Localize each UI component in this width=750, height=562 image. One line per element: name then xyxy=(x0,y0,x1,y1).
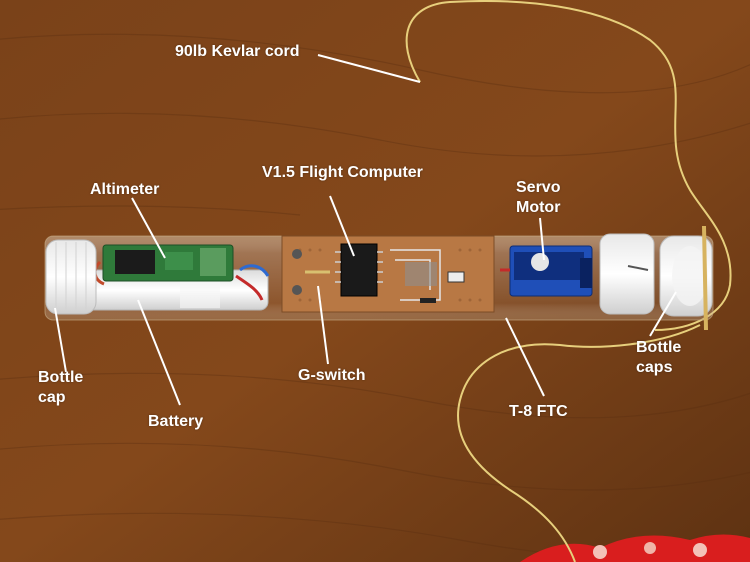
label-bottle-caps: Bottle caps xyxy=(636,338,681,378)
label-battery: Battery xyxy=(148,413,204,430)
label-servo-line2: Motor xyxy=(516,199,561,216)
label-flight-computer: V1.5 Flight Computer xyxy=(262,164,423,181)
parachute-fabric xyxy=(520,534,750,562)
right-bottle-caps xyxy=(599,225,713,331)
callout-altimeter xyxy=(131,197,166,259)
label-bottle-cap: Bottle cap xyxy=(38,368,83,408)
label-kevlar-cord: 90lb Kevlar cord xyxy=(175,43,300,60)
callout-bottle-caps xyxy=(649,291,677,337)
servo-motor xyxy=(500,245,593,297)
callout-servo xyxy=(539,217,545,261)
kevlar-cord-loose xyxy=(457,324,701,562)
left-bottle-cap xyxy=(45,239,97,315)
callout-tube xyxy=(505,317,545,397)
kevlar-cord xyxy=(405,0,732,331)
callout-kevlar xyxy=(317,54,421,83)
label-bottle-caps-line1: Bottle xyxy=(636,339,682,356)
callout-flight-computer xyxy=(329,195,355,257)
label-altimeter: Altimeter xyxy=(90,181,160,198)
label-g-switch: G-switch xyxy=(298,367,366,384)
label-bottle-caps-line2: caps xyxy=(636,359,673,376)
callout-battery xyxy=(137,299,181,406)
label-bottle-cap-line1: Bottle xyxy=(38,369,84,386)
callout-bottle-cap xyxy=(54,307,67,373)
flight-computer-board xyxy=(281,235,495,313)
wood-grain xyxy=(0,33,750,559)
callout-lines xyxy=(54,54,677,406)
callout-g-switch xyxy=(317,285,329,365)
label-bottle-cap-line2: cap xyxy=(38,389,66,406)
label-servo-motor: Servo Motor xyxy=(516,178,560,218)
altimeter-board xyxy=(93,244,270,301)
label-tube: T-8 FTC xyxy=(509,403,568,420)
label-servo-line1: Servo xyxy=(516,179,561,196)
